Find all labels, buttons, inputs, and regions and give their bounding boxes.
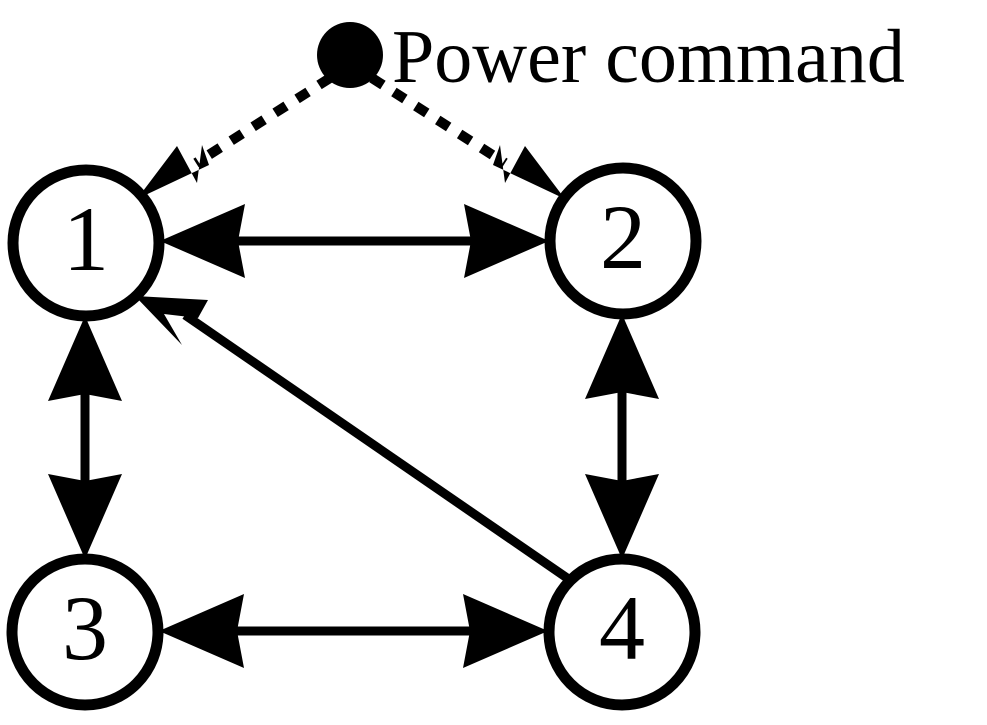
edge-power-command-to-node-2 bbox=[369, 73, 565, 199]
edge-node-1-to-node-2 bbox=[160, 204, 549, 278]
edge-line-src-n1 bbox=[193, 73, 333, 168]
edge-node-1-to-node-3 bbox=[48, 316, 122, 559]
node-3[interactable]: 3 bbox=[6, 553, 164, 711]
arrow-head-into-node-1-from-node-3 bbox=[48, 316, 122, 401]
node-1-circle[interactable] bbox=[7, 164, 165, 322]
node-2-label: 2 bbox=[600, 186, 646, 288]
node-4-label: 4 bbox=[599, 577, 645, 679]
edge-line-n4-n1 bbox=[182, 311, 573, 584]
edge-power-command-to-node-1 bbox=[137, 73, 333, 199]
node-4[interactable]: 4 bbox=[543, 553, 701, 711]
node-2-circle[interactable] bbox=[544, 162, 702, 320]
edge-node-3-to-node-4 bbox=[159, 594, 548, 668]
edge-line-src-n2 bbox=[369, 73, 508, 168]
arrow-head-into-node-2-from-node-4 bbox=[585, 314, 659, 399]
node-1[interactable]: 1 bbox=[7, 164, 165, 322]
node-3-label: 3 bbox=[62, 577, 108, 679]
arrow-head-into-node-1-from-node-4 bbox=[135, 296, 208, 345]
node-4-circle[interactable] bbox=[543, 553, 701, 711]
arrow-head-into-node-1-dashed bbox=[137, 145, 209, 199]
node-2[interactable]: 2 bbox=[544, 162, 702, 320]
edge-node-2-to-node-4 bbox=[585, 314, 659, 559]
arrow-head-into-node-1-solid bbox=[160, 204, 245, 278]
node-3-circle[interactable] bbox=[6, 553, 164, 711]
arrow-head-into-node-2-solid bbox=[464, 204, 549, 278]
power-command-source-dot[interactable] bbox=[317, 22, 383, 88]
edge-node-4-to-node-1 bbox=[135, 296, 573, 584]
arrow-head-into-node-3-from-node-1 bbox=[48, 474, 122, 559]
arrow-head-into-node-4-from-node-2 bbox=[585, 474, 659, 559]
arrow-head-into-node-4-from-node-3 bbox=[463, 594, 548, 668]
arrow-head-into-node-2-dashed bbox=[493, 145, 565, 199]
arrow-head-into-node-3-from-node-4 bbox=[159, 594, 244, 668]
power-command-caption: Power command bbox=[392, 15, 905, 99]
node-1-label: 1 bbox=[63, 188, 109, 290]
